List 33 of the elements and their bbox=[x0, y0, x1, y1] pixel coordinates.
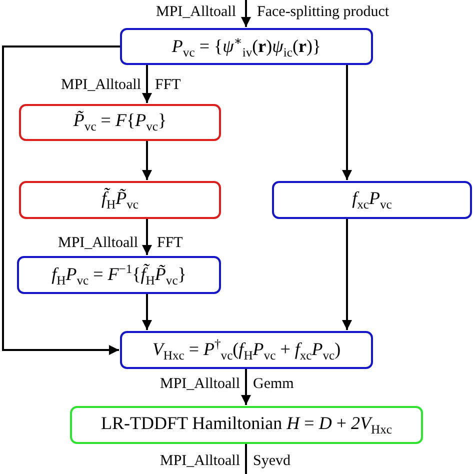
formula: f$_{H}$P$_{vc}$ = F$^{−1}${f̃$_{H}$P̃$_{vc}$} bbox=[52, 262, 186, 288]
arrow bbox=[241, 369, 251, 405]
formula-box bbox=[272, 181, 472, 219]
formula: f$_{xc}$P$_{vc}$ bbox=[352, 188, 392, 212]
arrow bbox=[142, 65, 152, 103]
step-label: MPI_Alltoall bbox=[58, 234, 138, 252]
formula: V$_{Hxc}$ = P$^{†}$$_{vc}$(f$_{H}$P$_{vc}$ + f$_{xc}$P$_{vc}$) bbox=[152, 336, 341, 364]
formula-box bbox=[17, 256, 221, 294]
formula-box bbox=[120, 331, 373, 369]
step-label: FFT bbox=[155, 76, 181, 94]
step-label: MPI_Alltoall bbox=[156, 3, 236, 21]
step-label: MPI_Alltoall bbox=[160, 375, 240, 393]
formula: LR-TDDFT Hamiltonian H = D + 2V$_{Hxc}$ bbox=[101, 412, 392, 438]
formula: P̃$_{vc}$ = F{P$_{vc}$} bbox=[73, 110, 167, 135]
step-label: MPI_Alltoall bbox=[160, 452, 240, 470]
arrow bbox=[142, 219, 152, 255]
arrow bbox=[342, 65, 352, 180]
step-label: Face-splitting product bbox=[257, 3, 390, 21]
formula: P$_{vc}$ = {ψ$^{∗}$$_{iv}$(r)ψ$_{ic}$(r)} bbox=[172, 32, 322, 60]
formula: f̃$_{H}$P̃$_{vc}$ bbox=[101, 188, 138, 212]
formula-box bbox=[19, 181, 221, 219]
step-label: Gemm bbox=[253, 375, 294, 393]
step-label: MPI_Alltoall bbox=[60, 76, 141, 94]
formula-box bbox=[120, 28, 373, 65]
arrow bbox=[2, 46, 120, 355]
step-label: FFT bbox=[157, 234, 183, 252]
formula-box bbox=[70, 406, 423, 444]
arrow bbox=[142, 141, 152, 180]
step-label: Syevd bbox=[253, 452, 290, 470]
formula-box bbox=[19, 104, 221, 141]
arrow bbox=[342, 219, 352, 330]
arrow bbox=[241, 0, 251, 27]
arrow bbox=[142, 294, 152, 330]
